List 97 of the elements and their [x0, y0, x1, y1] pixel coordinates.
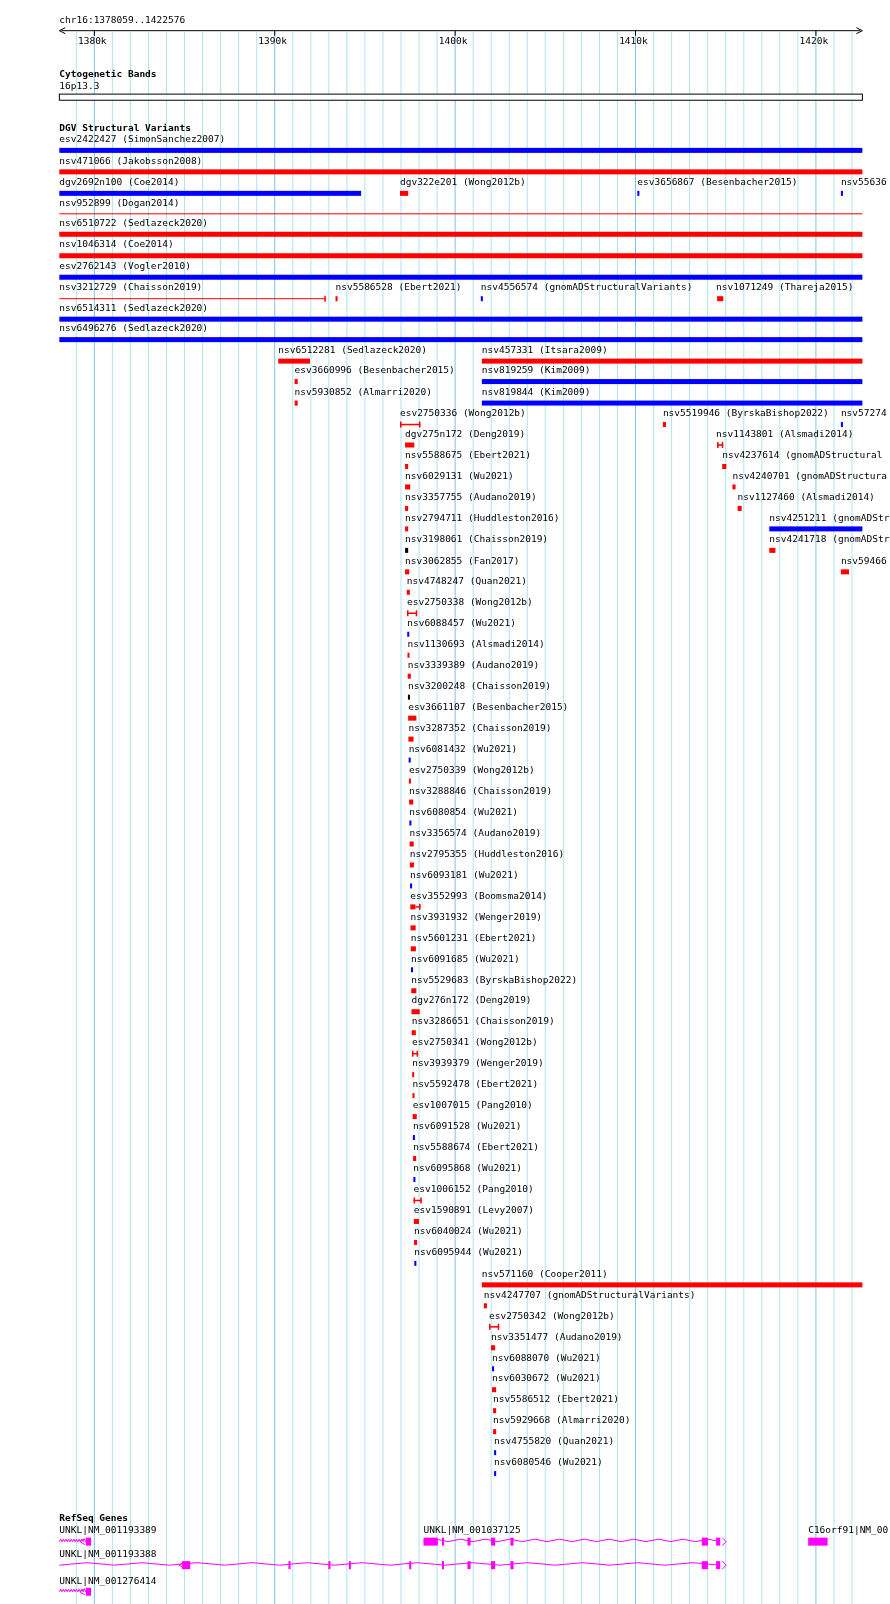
- variant-label: nsv3286651 (Chaisson2019): [411, 1015, 555, 1027]
- variant-label: dgv276n172 (Deng2019): [411, 994, 532, 1006]
- variant-label: esv2422427 (SimonSanchez2007): [59, 133, 226, 145]
- variant-label: nsv4556574 (gnomADStructuralVariants): [480, 281, 693, 293]
- variant-label: nsv3351477 (Audano2019): [491, 1330, 623, 1342]
- variant-label: nsv4755820 (Quan2021): [494, 1435, 615, 1447]
- variant-label: nsv6080854 (Wu2021): [409, 805, 518, 817]
- variant-label: nsv4240701 (gnomADStructura: [732, 469, 887, 481]
- variant-label: nsv819259 (Kim2009): [481, 364, 591, 376]
- variant-label: nsv6093181 (Wu2021): [410, 868, 519, 880]
- variant-label: nsv3288846 (Chaisson2019): [409, 784, 553, 796]
- variant-label: nsv4241718 (gnomADStr: [769, 533, 890, 545]
- variant-label: nsv3200248 (Chaisson2019): [407, 679, 551, 691]
- variant-label: nsv3287352 (Chaisson2019): [408, 721, 552, 733]
- tick-label: 1400k: [438, 34, 468, 46]
- variant-label: nsv5930852 (Almarri2020): [294, 385, 432, 397]
- variant-label: nsv55636: [840, 176, 887, 188]
- track-title: RefSeq Genes: [59, 1512, 128, 1524]
- variant-label: nsv5601231 (Ebert2021): [410, 931, 537, 943]
- variant-label: nsv3356574 (Audano2019): [409, 826, 542, 838]
- track-title: DGV Structural Variants: [59, 121, 191, 133]
- variant-label: nsv3198061 (Chaisson2019): [405, 533, 549, 545]
- variant-label: nsv5586528 (Ebert2021): [335, 281, 462, 293]
- variant-label: nsv819844 (Kim2009): [481, 385, 591, 397]
- variant-label: nsv1071249 (Thareja2015): [716, 281, 854, 293]
- variant-label: nsv471066 (Jakobsson2008): [59, 154, 203, 166]
- variant-label: nsv571160 (Cooper2011): [481, 1267, 608, 1279]
- variant-label: nsv2794711 (Huddleston2016): [405, 511, 560, 523]
- variant-label: nsv6512281 (Sedlazeck2020): [278, 343, 427, 355]
- variant-label: nsv3339389 (Audano2019): [407, 658, 540, 670]
- variant-label: esv2750342 (Wong2012b): [489, 1309, 615, 1321]
- variant-label: dgv275n172 (Deng2019): [405, 427, 526, 439]
- gene-label: UNKL|NM_001037125: [423, 1524, 521, 1536]
- variant-label: nsv3939379 (Wenger2019): [412, 1057, 544, 1069]
- variant-label: nsv5529683 (ByrskaBishop2022): [411, 973, 578, 985]
- variant-label: nsv6091528 (Wu2021): [412, 1120, 522, 1132]
- variant-label: esv3656867 (Besenbacher2015): [637, 176, 798, 188]
- variant-label: esv1007015 (Pang2010): [412, 1099, 533, 1111]
- variant-label: esv3660996 (Besenbacher2015): [294, 364, 455, 376]
- gene-label: UNKL|NM_001276414: [59, 1574, 157, 1586]
- variant-label: nsv59466: [840, 554, 887, 566]
- variant-label: nsv6091685 (Wu2021): [411, 952, 520, 964]
- variant-label: nsv4237614 (gnomADStructural: [722, 449, 883, 461]
- variant-label: nsv3931932 (Wenger2019): [410, 910, 543, 922]
- variant-label: esv1590891 (Levy2007): [413, 1204, 534, 1216]
- track-title: Cytogenetic Bands: [59, 67, 157, 79]
- variant-label: esv2750339 (Wong2012b): [408, 763, 535, 775]
- variant-label: nsv4251211 (gnomADStr: [769, 511, 890, 523]
- gene-label: C16orf91|NM_00: [808, 1524, 889, 1536]
- variant-label: nsv5592478 (Ebert2021): [412, 1078, 539, 1090]
- tick-label: 1380k: [77, 34, 107, 46]
- variant-label: nsv6088070 (Wu2021): [492, 1351, 601, 1363]
- coordinate-label: chr16:1378059..1422576: [59, 14, 186, 26]
- variant-label: nsv6088457 (Wu2021): [407, 617, 516, 628]
- variant-label: nsv6095868 (Wu2021): [413, 1162, 523, 1174]
- variant-label: nsv6030672 (Wu2021): [492, 1372, 601, 1384]
- variant-label: nsv6040024 (Wu2021): [414, 1225, 523, 1237]
- variant-label: dgv2692n100 (Coe2014): [59, 176, 180, 188]
- tick-label: 1420k: [799, 34, 829, 46]
- variant-label: nsv3062855 (Fan2017): [405, 554, 520, 566]
- variant-label: nsv6029131 (Wu2021): [405, 469, 514, 481]
- tick-label: 1410k: [619, 34, 648, 46]
- gene-label: UNKL|NM_001193388: [59, 1547, 157, 1559]
- variant-label: nsv6510722 (Sedlazeck2020): [59, 217, 209, 228]
- variant-label: nsv5588674 (Ebert2021): [413, 1141, 539, 1153]
- variant-label: nsv457331 (Itsara2009): [481, 343, 608, 355]
- variant-label: nsv5586512 (Ebert2021): [493, 1393, 619, 1405]
- variant-label: nsv6080546 (Wu2021): [494, 1456, 603, 1468]
- variant-label: nsv3212729 (Chaisson2019): [59, 281, 203, 293]
- variant-label: nsv2795355 (Huddleston2016): [409, 847, 565, 859]
- variant-label: nsv1046314 (Coe2014): [59, 238, 174, 250]
- variant-label: esv2750338 (Wong2012b): [407, 596, 533, 607]
- variant-label: esv3661107 (Besenbacher2015): [408, 700, 569, 712]
- variant-label: nsv952899 (Dogan2014): [59, 196, 180, 208]
- variant-label: esv3552993 (Boomsma2014): [410, 889, 548, 901]
- variant-label: nsv5588675 (Ebert2021): [405, 449, 531, 461]
- variant-label: nsv6095944 (Wu2021): [414, 1246, 523, 1258]
- variant-label: nsv57274: [840, 407, 887, 419]
- variant-label: nsv5519946 (ByrskaBishop2022): [662, 407, 829, 419]
- gene-label: UNKL|NM_001193389: [59, 1524, 157, 1536]
- variant-label: nsv6514311 (Sedlazeck2020): [59, 301, 209, 313]
- variant-label: esv1006152 (Pang2010): [413, 1183, 534, 1195]
- variant-label: nsv1143801 (Alsmadi2014): [716, 427, 854, 439]
- variant-label: nsv6081432 (Wu2021): [408, 742, 518, 754]
- variant-label: nsv3357755 (Audano2019): [405, 491, 537, 503]
- band-label: 16p13.3: [59, 79, 100, 91]
- tick-label: 1390k: [258, 34, 287, 46]
- variant-label: nsv4247707 (gnomADStructuralVariants): [483, 1288, 696, 1300]
- variant-label: nsv1130693 (Alsmadi2014): [407, 637, 545, 649]
- variant-label: esv2762143 (Vogler2010): [59, 259, 191, 271]
- variant-label: nsv6496276 (Sedlazeck2020): [59, 322, 209, 334]
- variant-label: esv2750341 (Wong2012b): [411, 1036, 538, 1048]
- variant-label: nsv5929668 (Almarri2020): [493, 1414, 631, 1426]
- variant-label: esv2750336 (Wong2012b): [400, 407, 526, 419]
- variant-label: nsv4748247 (Quan2021): [406, 575, 527, 587]
- variant-label: nsv1127460 (Alsmadi2014): [737, 491, 875, 503]
- variant-label: dgv322e201 (Wong2012b): [400, 176, 526, 188]
